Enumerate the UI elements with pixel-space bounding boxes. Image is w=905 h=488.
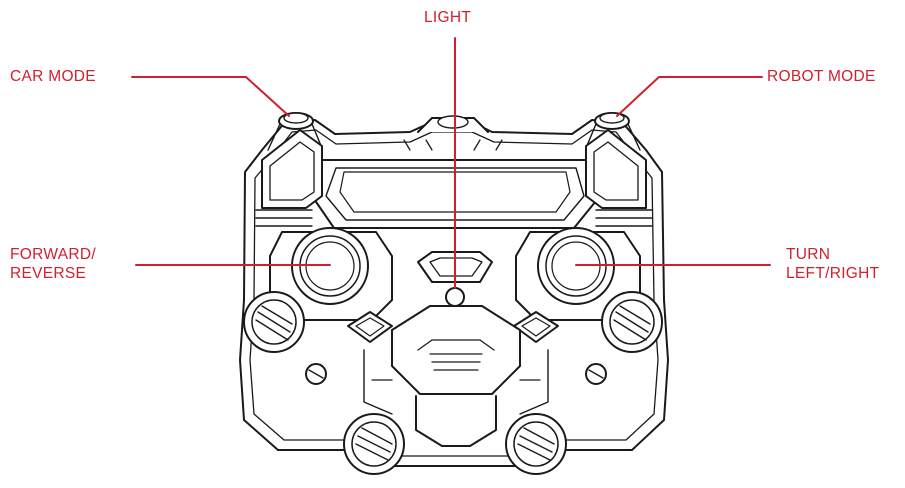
robot-mode-button xyxy=(585,112,641,151)
left-diamond-button xyxy=(347,311,393,343)
turn-joystick xyxy=(515,227,641,321)
label-robot-mode: ROBOT MODE xyxy=(767,68,876,85)
label-car-mode: CAR MODE xyxy=(10,68,96,85)
right-diamond-button xyxy=(513,311,559,343)
label-forward-reverse: FORWARD/ REVERSE xyxy=(10,246,96,282)
leader-car-mode xyxy=(131,76,290,117)
right-small-screw xyxy=(585,363,607,385)
right-side-screw xyxy=(601,291,663,353)
leader-robot-mode xyxy=(616,76,763,117)
top-center-bump xyxy=(403,115,503,151)
lower-center-structure xyxy=(363,305,549,447)
bottom-left-screw xyxy=(343,413,405,475)
right-tower xyxy=(585,129,653,227)
label-turn: TURN LEFT/RIGHT xyxy=(786,246,880,282)
controller-body-inner xyxy=(249,129,659,457)
car-mode-button xyxy=(267,112,323,151)
label-light: LIGHT xyxy=(424,9,472,26)
left-small-screw xyxy=(305,363,327,385)
left-side-screw xyxy=(243,291,305,353)
bottom-right-screw xyxy=(505,413,567,475)
left-tower xyxy=(255,129,323,227)
